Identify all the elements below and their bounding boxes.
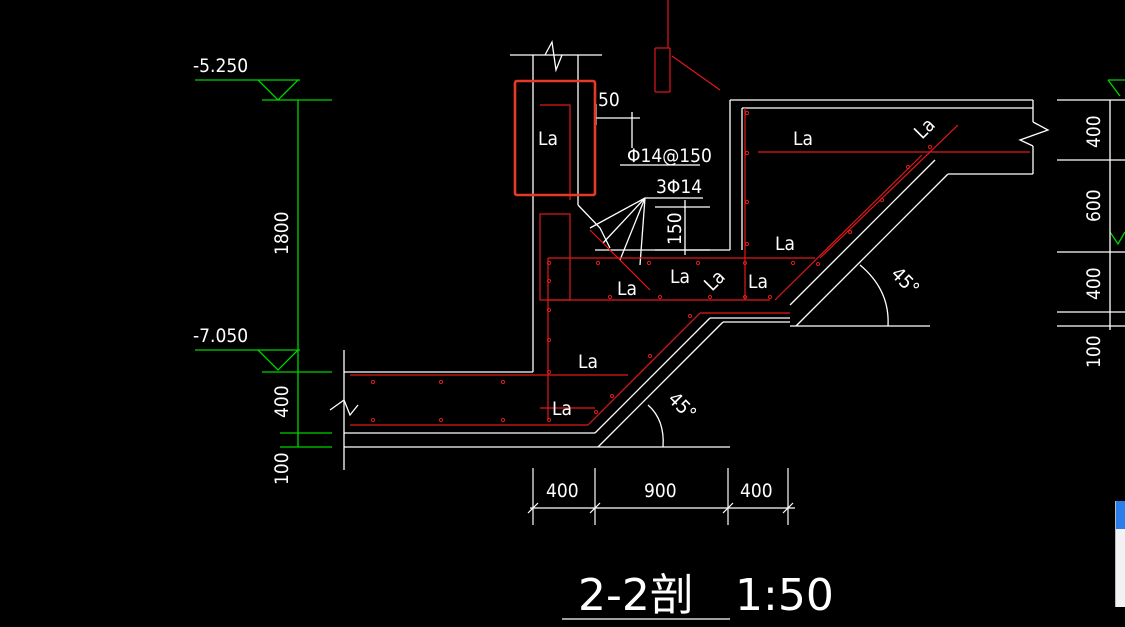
dimension-vertical-150: 150: [664, 212, 686, 245]
level-lower-label: -7.050: [193, 325, 248, 347]
anchor-label-slope-top: La: [910, 114, 940, 144]
anchor-label-mid-b: La: [748, 271, 768, 293]
section-title: 2-2剖: [578, 570, 694, 621]
dimension-bottom-400-a: 400: [546, 480, 579, 502]
angle-label-lower: 45°: [663, 388, 700, 425]
angle-label-upper: 45°: [886, 263, 923, 300]
anchor-label-top-slab: La: [793, 128, 813, 150]
anchor-label-lower-a: La: [578, 351, 598, 373]
dimension-bottom-900: 900: [644, 480, 677, 502]
bottom-dimension-line: [527, 468, 795, 525]
dimension-top-50: 50: [598, 89, 620, 111]
section-scale: 1:50: [735, 570, 834, 621]
dimension-right-100: 100: [1083, 335, 1105, 368]
concrete-outline: [329, 39, 1125, 470]
highlight-box: [513, 79, 597, 197]
main-bar-spec-label: 3Φ14: [656, 176, 702, 198]
level-marker-group: [195, 79, 1125, 448]
side-panel-tab[interactable]: [1115, 501, 1125, 607]
dimension-left-100: 100: [271, 452, 293, 485]
dimension-right-600: 600: [1083, 189, 1105, 222]
anchor-label-lower-b: La: [552, 398, 572, 420]
side-panel-tab-header[interactable]: [1116, 501, 1125, 529]
dimension-right-400-a: 400: [1083, 115, 1105, 148]
dimension-right-400-b: 400: [1083, 267, 1105, 300]
rebar-dots: [370, 110, 933, 423]
dimension-bottom-400-b: 400: [740, 480, 773, 502]
anchor-label-mid-c: La: [617, 278, 637, 300]
anchor-label-wall: La: [538, 128, 558, 150]
anchor-label-mid-a: La: [670, 266, 690, 288]
anchor-label-mid-right: La: [775, 233, 795, 255]
anchor-label-mid-slope: La: [700, 266, 730, 296]
rebar-lines: [350, 0, 1030, 426]
dimension-left-400: 400: [271, 385, 293, 418]
level-upper-label: -5.250: [193, 55, 248, 77]
dimension-left-1800: 1800: [271, 212, 293, 256]
stirrup-spec-label: Φ14@150: [627, 145, 712, 167]
